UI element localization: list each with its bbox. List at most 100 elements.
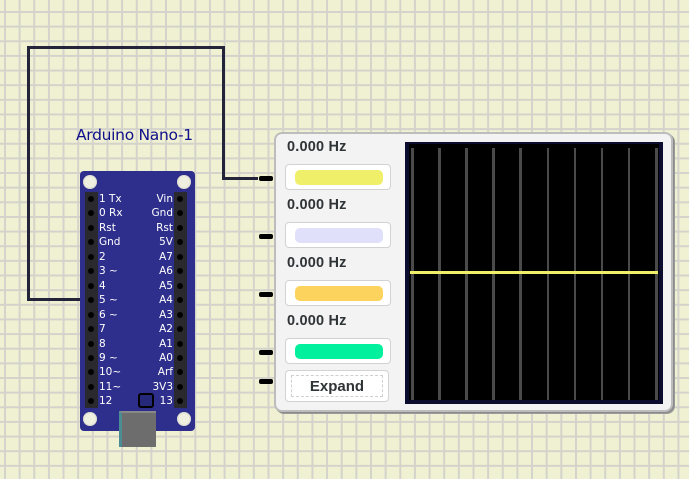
pin-left-8-connector[interactable] — [88, 311, 94, 318]
input-lead-ch3[interactable] — [259, 292, 273, 297]
pin-right-10-connector[interactable] — [177, 340, 183, 347]
pin-label: 11~ — [99, 380, 122, 393]
scope-gridline — [465, 148, 468, 400]
pin-left-12-connector[interactable] — [88, 369, 94, 376]
pin-right-2-connector[interactable] — [177, 224, 183, 231]
channel-1-frequency: 0.000 Hz — [287, 139, 347, 155]
pin-right-9-connector[interactable] — [177, 326, 183, 333]
pin-left-1-connector[interactable] — [88, 210, 94, 217]
channel-2-color-button[interactable] — [285, 222, 391, 248]
pin-label: 5 ~ — [99, 294, 118, 307]
pin-label: 4 — [99, 279, 106, 292]
pin-label: 0 Rx — [99, 207, 123, 220]
pin-label: 13 — [159, 395, 173, 408]
channel-2-frequency: 0.000 Hz — [287, 197, 347, 213]
scope-plot-area — [409, 144, 659, 400]
pin-left-14-connector[interactable] — [88, 398, 94, 405]
pin-label: A1 — [159, 337, 173, 350]
pin-label: 10~ — [99, 366, 122, 379]
pin-label: 3 ~ — [99, 265, 118, 278]
mounting-hole-icon — [83, 175, 97, 189]
frequency-meter-panel[interactable]: 0.000 Hz 0.000 Hz 0.000 Hz 0.000 Hz Expa… — [259, 132, 673, 412]
pin-left-9-connector[interactable] — [88, 326, 94, 333]
wire-right-vertical[interactable] — [222, 46, 225, 180]
pin-label: A4 — [159, 294, 173, 307]
scope-gridline — [600, 148, 604, 400]
channel-1-color-button[interactable] — [285, 164, 391, 190]
channel-4-frequency: 0.000 Hz — [287, 313, 347, 329]
channel-3-frequency: 0.000 Hz — [287, 255, 347, 271]
pin-right-1-connector[interactable] — [177, 210, 183, 217]
pin-label: 9 ~ — [99, 351, 118, 364]
pin-right-3-connector[interactable] — [177, 239, 183, 246]
expand-button-label: Expand — [291, 375, 383, 397]
pin-right-13-connector[interactable] — [177, 383, 183, 390]
wire-left-vertical[interactable] — [27, 46, 30, 301]
scope-gridline — [627, 148, 631, 400]
pin-label: 6 ~ — [99, 308, 118, 321]
scope-display — [405, 142, 663, 404]
pin-label: A0 — [159, 351, 173, 364]
scope-gridline — [519, 148, 522, 400]
pin-label: A5 — [159, 279, 173, 292]
channel-4-color-button[interactable] — [285, 338, 391, 364]
pin-left-5-connector[interactable] — [88, 268, 94, 275]
usb-port — [119, 411, 156, 447]
mounting-hole-icon — [177, 175, 191, 189]
pin-label: 7 — [99, 323, 106, 336]
pin-label: 3V3 — [152, 380, 173, 393]
scope-trace-channel-1 — [410, 270, 658, 274]
channel-3-color-button[interactable] — [285, 280, 391, 306]
pin-left-13-connector[interactable] — [88, 383, 94, 390]
pin-label: A6 — [159, 265, 173, 278]
pin-right-6-connector[interactable] — [177, 282, 183, 289]
pin-right-8-connector[interactable] — [177, 311, 183, 318]
pin-label: Gnd — [99, 236, 121, 249]
arduino-title-label: Arduino Nano-1 — [76, 126, 193, 144]
input-lead-ch1[interactable] — [259, 176, 273, 181]
expand-button[interactable]: Expand — [285, 370, 389, 402]
pin-label: Gnd — [151, 207, 173, 220]
pin-left-4-connector[interactable] — [88, 253, 94, 260]
wire-top-horizontal[interactable] — [27, 46, 225, 49]
pin-left-10-connector[interactable] — [88, 340, 94, 347]
pin-label: 5V — [159, 236, 173, 249]
pin-left-6-connector[interactable] — [88, 282, 94, 289]
pin-left-0-connector[interactable] — [88, 196, 94, 202]
input-lead-ch4[interactable] — [259, 350, 273, 355]
channel-2-color-swatch — [295, 228, 383, 243]
scope-gridline — [411, 148, 414, 400]
pin-right-14-connector[interactable] — [177, 398, 183, 405]
scope-gridline — [573, 148, 577, 400]
pin-label: A7 — [159, 250, 173, 263]
pin-left-2-connector[interactable] — [88, 224, 94, 231]
mounting-hole-icon — [83, 412, 97, 426]
pin-label: Vin — [156, 193, 173, 205]
pin-right-0-connector[interactable] — [177, 196, 183, 202]
pin-label: A3 — [159, 308, 173, 321]
pin-right-12-connector[interactable] — [177, 369, 183, 376]
scope-gridline — [438, 148, 441, 400]
wire-to-meter[interactable] — [222, 177, 258, 180]
pin-label: 12 — [99, 395, 113, 408]
pin-label: 2 — [99, 250, 106, 263]
pin-right-5-connector[interactable] — [177, 268, 183, 275]
input-lead-ch5[interactable] — [259, 379, 273, 384]
scope-gridline — [492, 148, 495, 400]
scope-gridline — [655, 148, 658, 400]
pin-left-7-connector[interactable] — [88, 297, 94, 304]
pin-left-11-connector[interactable] — [88, 354, 94, 361]
pin-label: 1 Tx — [99, 193, 122, 205]
pin-right-7-connector[interactable] — [177, 297, 183, 304]
input-lead-ch2[interactable] — [259, 234, 273, 239]
pin-label: Arf — [157, 366, 173, 379]
reset-button[interactable] — [138, 393, 154, 408]
pin-right-11-connector[interactable] — [177, 354, 183, 361]
mounting-hole-icon — [177, 412, 191, 426]
pin-right-4-connector[interactable] — [177, 253, 183, 260]
pin-label: Rst — [99, 221, 116, 234]
pin-label: A2 — [159, 323, 173, 336]
wire-bottom-to-pin5[interactable] — [27, 298, 91, 301]
pin-left-3-connector[interactable] — [88, 239, 94, 246]
